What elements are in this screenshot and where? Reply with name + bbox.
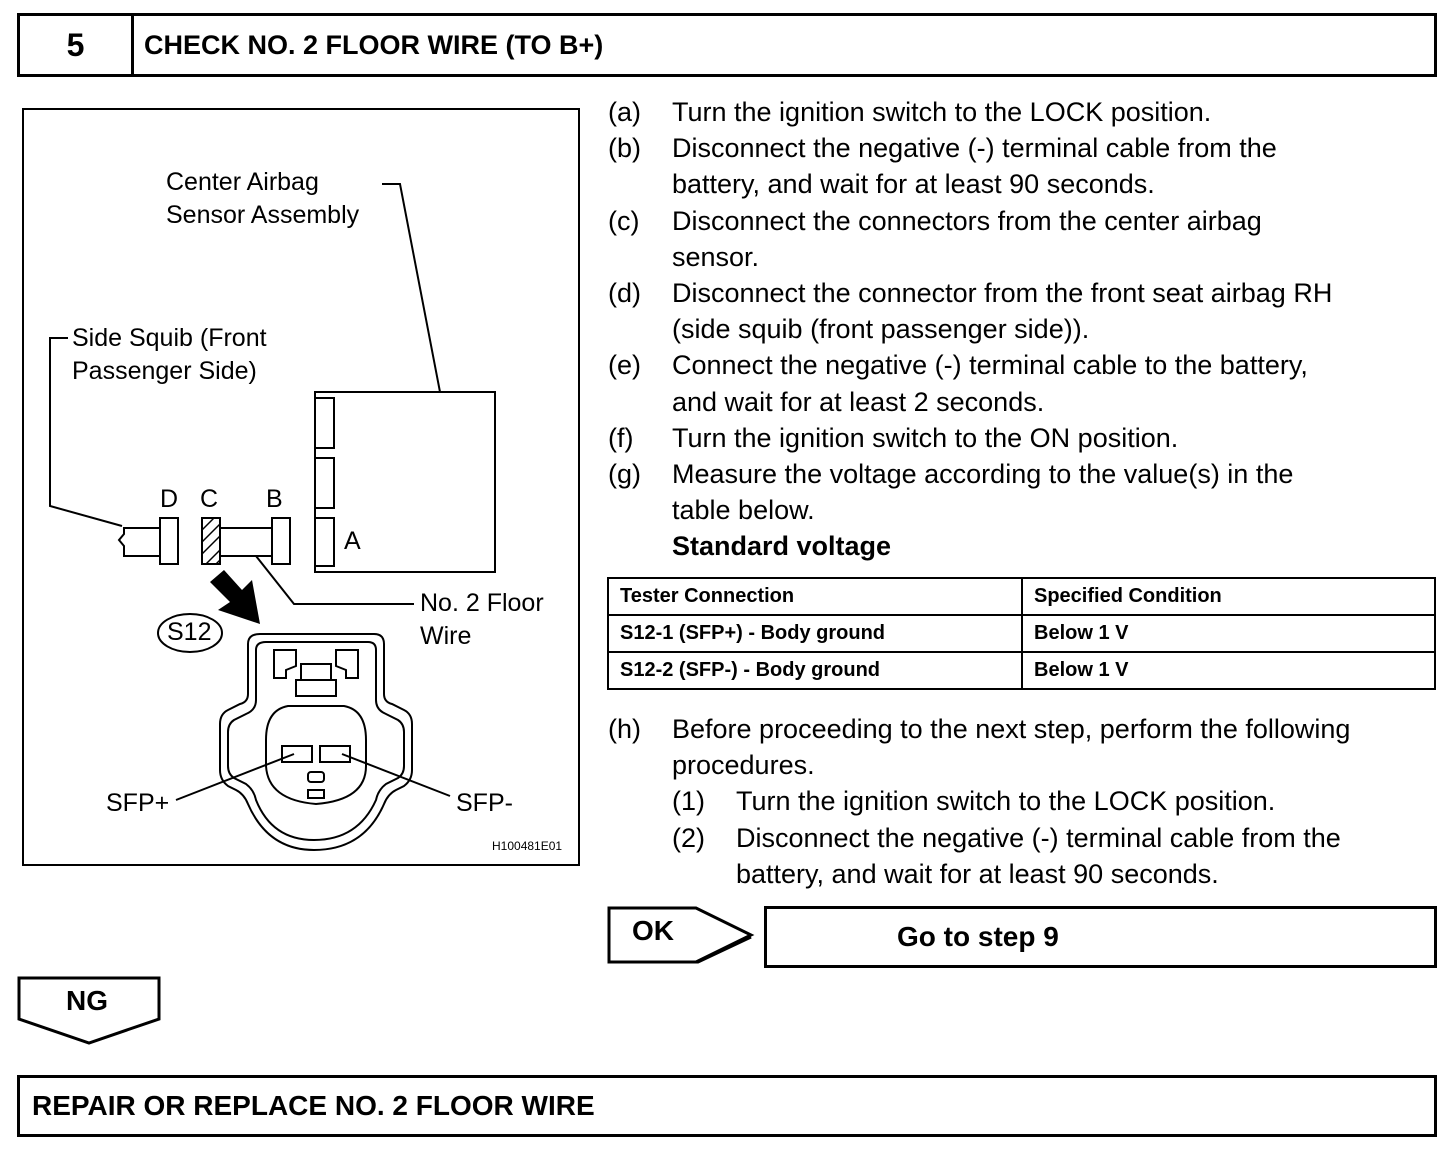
sfp-plus-leader xyxy=(175,753,295,801)
step-h: (h) Before proceeding to the next step, … xyxy=(608,711,1448,892)
terminal-cavity xyxy=(265,705,367,806)
center-airbag-label-1: Center Airbag xyxy=(166,168,319,196)
terminal-sfp-plus xyxy=(281,745,313,763)
sensor-connector-a xyxy=(314,517,335,567)
connector-d-body xyxy=(117,527,161,557)
procedure-steps: (a) Turn the ignition switch to the LOCK… xyxy=(608,94,1448,565)
terminal-sfp-minus xyxy=(319,745,351,763)
latch-base xyxy=(295,679,337,697)
procedure-step-h: (h) Before proceeding to the next step, … xyxy=(608,711,1448,892)
connector-face-outer xyxy=(219,633,413,852)
goto-step-text: Go to step 9 xyxy=(897,921,1059,952)
substep-2: (2) Disconnect the negative (-) terminal… xyxy=(672,822,1341,889)
insertion-arrow xyxy=(210,570,260,624)
floor-wire-body xyxy=(220,527,273,557)
ok-label: OK xyxy=(632,915,674,946)
step-number: 5 xyxy=(20,16,134,74)
ng-label: NG xyxy=(66,985,108,1016)
side-squib-leader xyxy=(49,337,123,527)
table-cell: Below 1 V xyxy=(1021,614,1436,653)
step-f: (f) Turn the ignition switch to the ON p… xyxy=(608,422,1179,453)
latch-center xyxy=(300,663,332,681)
center-airbag-leader xyxy=(382,183,441,393)
step-g: (g) Measure the voltage according to the… xyxy=(608,456,1448,565)
label-b: B xyxy=(266,485,283,513)
step-header: 5 CHECK NO. 2 FLOOR WIRE (TO B+) xyxy=(17,13,1437,77)
figure-code: H100481E01 xyxy=(492,839,563,853)
ng-arrow-shape xyxy=(17,976,161,1045)
label-a: A xyxy=(344,527,361,555)
table-row: S12-1 (SFP+) - Body ground Below 1 V xyxy=(607,614,1436,653)
connector-c xyxy=(201,517,221,565)
latch-left xyxy=(273,649,297,679)
step-a: (a) Turn the ignition switch to the LOCK… xyxy=(608,97,1212,127)
s12-ellipse xyxy=(157,613,223,653)
step-d: (d) Disconnect the connector from the fr… xyxy=(608,278,1333,345)
floor-wire-label-2: Wire xyxy=(420,622,472,650)
bottom-notch xyxy=(307,789,325,799)
connector-d xyxy=(159,517,179,565)
repair-text: REPAIR OR REPLACE NO. 2 FLOOR WIRE xyxy=(32,1090,595,1121)
connector-face-inner xyxy=(227,641,405,842)
repair-box: REPAIR OR REPLACE NO. 2 FLOOR WIRE xyxy=(17,1075,1437,1137)
step-title: CHECK NO. 2 FLOOR WIRE (TO B+) xyxy=(144,30,604,60)
table-cell: S12-2 (SFP-) - Body ground xyxy=(607,651,1023,690)
label-c: C xyxy=(200,485,219,513)
goto-step-box[interactable]: Go to step 9 xyxy=(764,906,1437,968)
table-header-row: Tester Connection Specified Condition xyxy=(607,577,1436,616)
connector-diagram xyxy=(49,183,496,852)
center-airbag-label-2: Sensor Assembly xyxy=(166,201,360,229)
sfp-minus-leader xyxy=(341,753,451,797)
table-row: S12-2 (SFP-) - Body ground Below 1 V xyxy=(607,651,1436,690)
sfp-minus-label: SFP- xyxy=(456,789,513,817)
floor-wire-label-1: No. 2 Floor xyxy=(420,589,544,617)
center-airbag-sensor-box xyxy=(314,391,496,573)
floor-wire-leader xyxy=(255,555,414,605)
connector-b xyxy=(271,517,291,565)
latch-right xyxy=(335,649,359,679)
standard-voltage-table: Tester Connection Specified Condition S1… xyxy=(607,577,1436,690)
side-squib-label-1: Side Squib (Front xyxy=(72,324,267,352)
table-header-cell: Tester Connection xyxy=(607,577,1023,616)
substep-1: (1) Turn the ignition switch to the LOCK… xyxy=(672,786,1276,817)
standard-voltage-heading: Standard voltage xyxy=(672,531,892,562)
table-cell: Below 1 V xyxy=(1021,651,1436,690)
sensor-connector-2 xyxy=(314,457,335,509)
step-e: (e) Connect the negative (-) terminal ca… xyxy=(608,350,1308,417)
step-b: (b) Disconnect the negative (-) terminal… xyxy=(608,133,1277,200)
substeps: (1) Turn the ignition switch to the LOCK… xyxy=(672,783,1448,892)
sfp-plus-label: SFP+ xyxy=(106,789,170,817)
ok-arrow-shape xyxy=(607,906,755,964)
side-squib-label-2: Passenger Side) xyxy=(72,357,257,385)
wiring-figure: Center Airbag Sensor Assembly Side Squib… xyxy=(22,108,580,866)
connector-s12-label: S12 xyxy=(167,618,212,646)
step-c: (c) Disconnect the connectors from the c… xyxy=(608,205,1262,272)
table-header-cell: Specified Condition xyxy=(1021,577,1436,616)
table-cell: S12-1 (SFP+) - Body ground xyxy=(607,614,1023,653)
label-d: D xyxy=(160,485,179,513)
key-slot xyxy=(307,771,325,783)
sensor-connector-1 xyxy=(314,397,335,449)
